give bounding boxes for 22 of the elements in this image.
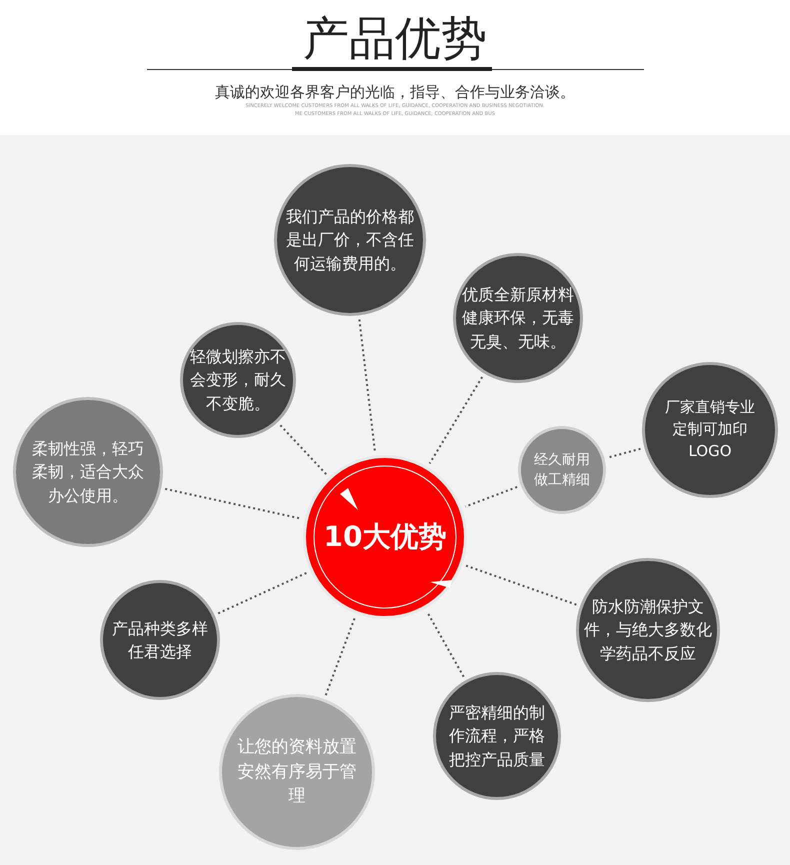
dotted-line	[466, 564, 577, 606]
feature-text: 轻微划擦亦不会变形，耐久不变脆。	[190, 346, 286, 415]
center-label: 10大优势	[322, 518, 448, 555]
feature-text: 防水防潮保护文件，与绝大多数化学药品不反应	[584, 596, 712, 665]
subtitle: 真诚的欢迎各界客户的光临，指导、合作与业务洽谈。	[214, 82, 576, 103]
dotted-line	[164, 488, 302, 520]
dotted-line	[465, 486, 518, 508]
dotted-line	[426, 611, 465, 678]
feature-text: 经久耐用做工精细	[533, 450, 591, 490]
title: 产品优势	[302, 10, 488, 67]
dotted-line	[608, 448, 641, 458]
feature-text: 厂家直销专业定制可加印LOGO	[664, 397, 756, 462]
dotted-line	[324, 617, 356, 696]
feature-text: 优质全新原材料健康环保，无毒无臭、无味。	[462, 284, 574, 353]
feature-text: 柔韧性强，轻巧柔韧，适合大众办公使用。	[31, 438, 145, 507]
feature-text: 让您的资料放置安然有序易于管理	[236, 736, 358, 808]
dotted-line	[280, 424, 327, 475]
feature-text: 严密精细的制作流程，严格把控产品质量	[448, 702, 546, 771]
dotted-line	[428, 376, 484, 464]
feature-text: 产品种类多样任君选择	[111, 618, 209, 663]
feature-text: 我们产品的价格都是出厂价，不含任何运输费用的。	[285, 206, 415, 275]
dotted-line	[358, 319, 376, 452]
